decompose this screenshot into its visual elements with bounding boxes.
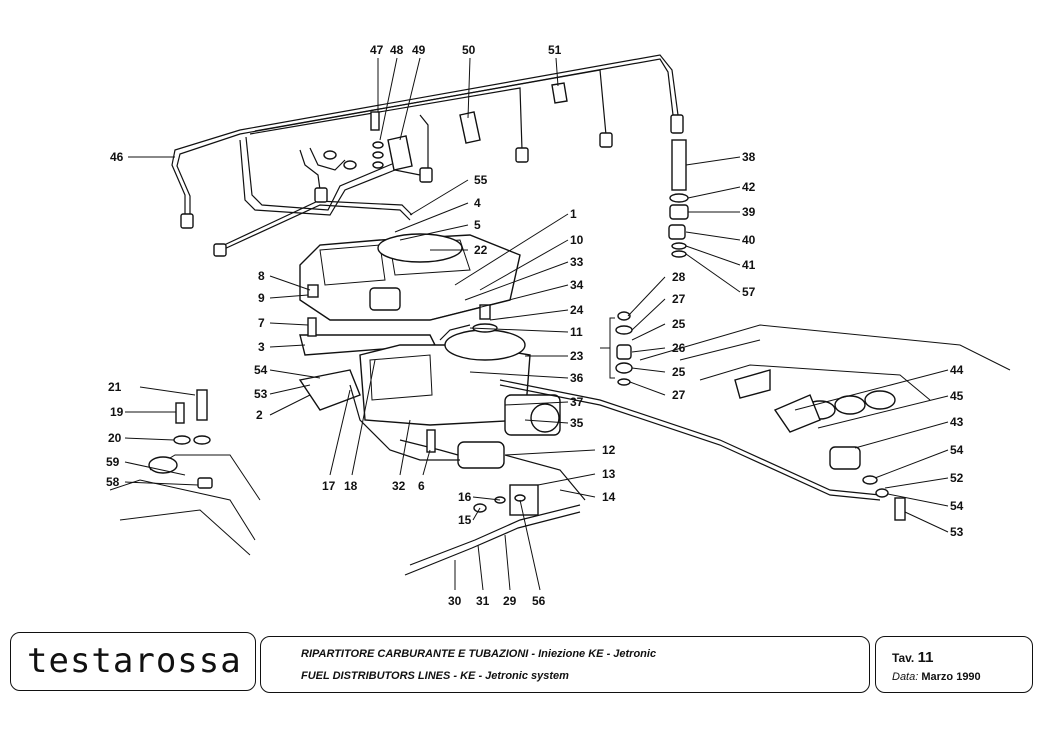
callout-51: 51 [548, 43, 562, 57]
callout-11: 11 [570, 325, 583, 339]
callout-18: 18 [344, 479, 358, 493]
callout-40: 40 [742, 233, 756, 247]
callout-12: 12 [602, 443, 616, 457]
callout-29: 29 [503, 594, 517, 608]
callout-44: 44 [950, 363, 964, 377]
callout-42: 42 [742, 180, 756, 194]
intake-manifold [639, 324, 1011, 521]
fuel-distributor-assembly [298, 233, 881, 576]
callout-25: 25 [672, 317, 686, 331]
exploded-parts-diagram: 1 2 3 4 5 6 7 8 9 10 11 12 13 14 15 16 1… [106, 43, 1011, 608]
callout-9: 9 [258, 291, 265, 305]
callout-58: 58 [106, 475, 120, 489]
callout-31: 31 [476, 594, 490, 608]
callout-3: 3 [258, 340, 265, 354]
callout-33: 33 [570, 255, 584, 269]
callout-41: 41 [742, 258, 756, 272]
callout-34: 34 [570, 278, 584, 292]
callout-6: 6 [418, 479, 425, 493]
callout-36: 36 [570, 371, 584, 385]
callout-38: 38 [742, 150, 756, 164]
callout-14: 14 [602, 490, 616, 504]
plate-label: Tav. [892, 651, 915, 665]
callout-48: 48 [390, 43, 404, 57]
callout-23: 23 [570, 349, 584, 363]
callout-59: 59 [106, 455, 120, 469]
plate-row: Tav. 11 [892, 649, 933, 666]
date-label: Data: [892, 671, 919, 683]
fitting-stack [668, 139, 689, 258]
callout-56: 56 [532, 594, 546, 608]
callout-28: 28 [672, 270, 686, 284]
sensor-detail [109, 389, 261, 556]
callout-49: 49 [412, 43, 426, 57]
callout-16: 16 [458, 490, 472, 504]
callout-37: 37 [570, 395, 584, 409]
callout-2: 2 [256, 408, 263, 422]
title-italian: RIPARTITORE CARBURANTE E TUBAZIONI - Ini… [301, 648, 657, 660]
title-english: FUEL DISTRIBUTORS LINES - KE - Jetronic … [301, 670, 569, 682]
callout-4: 4 [474, 196, 481, 210]
callout-13: 13 [602, 467, 616, 481]
callout-10: 10 [570, 233, 584, 247]
callout-15: 15 [458, 513, 472, 527]
callout-54: 54 [950, 499, 964, 513]
callout-26: 26 [672, 341, 686, 355]
description-panel: RIPARTITORE CARBURANTE E TUBAZIONI - Ini… [260, 636, 870, 693]
callout-20: 20 [108, 431, 122, 445]
callout-54: 54 [950, 443, 964, 457]
callout-52: 52 [950, 471, 964, 485]
callout-47: 47 [370, 43, 384, 57]
callout-55: 55 [474, 173, 488, 187]
callout-27: 27 [672, 388, 686, 402]
callout-22: 22 [474, 243, 488, 257]
callout-39: 39 [742, 205, 756, 219]
callout-54: 54 [254, 363, 268, 377]
plate-panel: Tav. 11 Data: Marzo 1990 [875, 636, 1033, 693]
callout-35: 35 [570, 416, 584, 430]
callout-30: 30 [448, 594, 462, 608]
bracket-stack [600, 311, 633, 386]
callout-32: 32 [392, 479, 406, 493]
date-row: Data: Marzo 1990 [892, 671, 981, 683]
callout-17: 17 [322, 479, 336, 493]
callout-19: 19 [110, 405, 124, 419]
fuel-line-harness [171, 54, 684, 257]
callout-25: 25 [672, 365, 686, 379]
callout-21: 21 [108, 380, 122, 394]
callout-24: 24 [570, 303, 584, 317]
callout-7: 7 [258, 316, 265, 330]
callout-5: 5 [474, 218, 481, 232]
brand-logo: testarossa [27, 641, 242, 681]
date-value: Marzo 1990 [921, 671, 981, 683]
leader-lines [124, 57, 949, 591]
plate-number: 11 [917, 649, 934, 666]
callout-43: 43 [950, 415, 964, 429]
callout-46: 46 [110, 150, 124, 164]
callout-labels: 1 2 3 4 5 6 7 8 9 10 11 12 13 14 15 16 1… [106, 43, 964, 608]
callout-50: 50 [462, 43, 476, 57]
logo-panel: testarossa [10, 632, 256, 691]
callout-1: 1 [570, 207, 577, 221]
callout-45: 45 [950, 389, 964, 403]
callout-53: 53 [950, 525, 964, 539]
callout-57: 57 [742, 285, 756, 299]
callout-27: 27 [672, 292, 686, 306]
callout-8: 8 [258, 269, 265, 283]
callout-53: 53 [254, 387, 268, 401]
